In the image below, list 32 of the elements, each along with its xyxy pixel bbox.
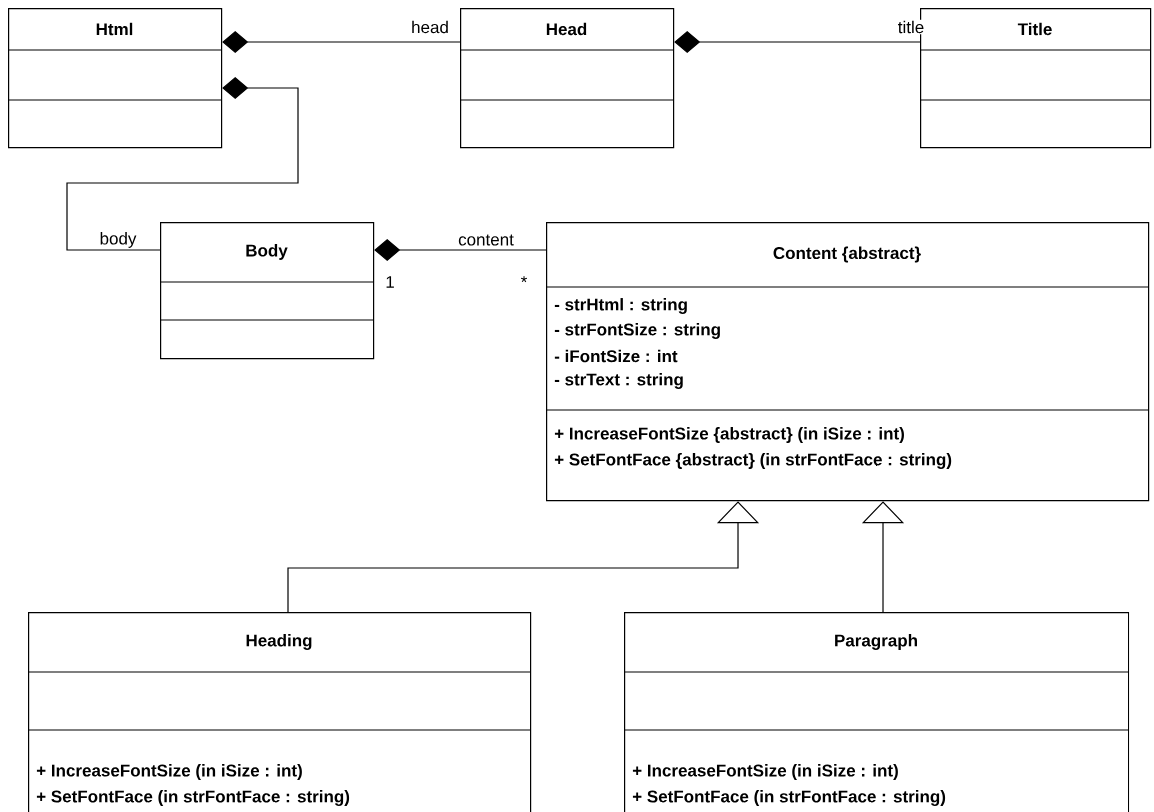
- method: + SetFontFace (in strFontFace : string): [632, 790, 946, 806]
- method: + SetFontFace {abstract} (in strFontFace : string): [554, 453, 952, 469]
- class-name: Head: [546, 22, 587, 36]
- edge-label: title: [898, 20, 924, 34]
- class-box: [7, 8, 223, 149]
- composition-line: [674, 31, 921, 53]
- class-box: [27, 612, 532, 812]
- composition-line: [222, 31, 461, 53]
- class-name: Title: [1017, 22, 1052, 36]
- edge-label: head: [412, 20, 448, 34]
- edge-label: content: [458, 234, 514, 246]
- class-name: Content {abstract}: [773, 246, 921, 263]
- attribute: - strHtml : string: [554, 298, 687, 314]
- composition-line: [374, 239, 547, 261]
- attribute: - iFontSize : int: [554, 349, 678, 363]
- method: + IncreaseFontSize {abstract} (in iSize : int): [554, 427, 904, 443]
- composition-line: [66, 77, 299, 251]
- multiplicity: *: [520, 276, 528, 283]
- class-box: [159, 222, 375, 360]
- attribute: - strFontSize : string: [554, 323, 720, 339]
- edge-label: body: [100, 232, 137, 248]
- class-name: Html: [96, 22, 133, 36]
- class-box: [545, 222, 1150, 502]
- class-box: [459, 8, 675, 149]
- method: + IncreaseFontSize (in iSize : int): [632, 764, 898, 780]
- method: + SetFontFace (in strFontFace : string): [36, 790, 350, 806]
- class-name: Body: [246, 244, 288, 260]
- class-box: [623, 612, 1130, 812]
- class-name: Paragraph: [835, 634, 917, 650]
- attribute: - strText : string: [554, 373, 683, 389]
- method: + IncreaseFontSize (in iSize : int): [36, 764, 302, 780]
- class-name: Heading: [246, 634, 312, 650]
